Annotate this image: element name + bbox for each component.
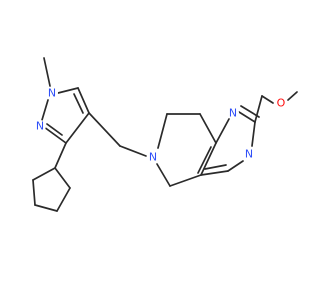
bond-methyl-n1 [43,57,51,87]
svg-text:N: N [48,87,56,100]
bond-o-ch3 [287,91,298,101]
bond-c2-ch2 [254,95,263,123]
bond-c8a-c4a [200,142,217,176]
bond-c5-c4-double [73,93,84,114]
svg-text:N: N [36,120,44,133]
svg-text:N: N [229,107,237,120]
bond-c4-c3 [65,112,90,144]
bond-cp-3 [34,204,58,212]
bond-c4-c4a [200,170,229,176]
bond-c4-c4a-double [204,164,227,170]
bond-n2-n1 [41,99,49,121]
bond-n1-c2 [238,111,256,123]
bond-n1-c5 [57,87,79,94]
bond-cp-5 [32,167,56,181]
atom-n-pyrimidine-bottom: N [243,148,255,161]
bond-c8a-n1 [215,118,230,144]
bond-n-c7 [157,113,168,149]
bond-c8-c8a [199,113,217,144]
bond-c4-ch2 [88,112,121,147]
atom-n-pyrimidine-top: N [227,107,239,120]
bond-cp-4 [32,179,36,206]
atom-o-methoxy: O [275,97,287,110]
bond-n3-c4 [227,160,244,172]
bond-cp-2 [56,187,71,212]
svg-text:N: N [245,148,253,161]
bond-c5-c4 [77,87,90,114]
bond-c3-n2 [43,126,67,144]
bond-c3-cyclopentyl [54,142,67,169]
molecule-structure: N N N N N O [32,57,298,212]
bond-n-c5 [156,163,171,187]
structure-canvas: N N N N N O [32,57,298,212]
atom-n-pyrazole-methyl: N [46,87,58,100]
bond-cp-1 [54,167,71,189]
bond-ch2-n [119,145,147,157]
atom-n-piperidine: N [147,151,159,164]
bond-c3-n2-double [46,123,63,136]
svg-text:N: N [149,151,157,164]
svg-text:O: O [277,97,286,110]
atom-n-pyrazole-2: N [34,120,46,133]
bond-c2-n3 [251,121,256,147]
bond-c5-c4a [169,174,202,187]
bond-ch2-o [261,95,274,104]
bond-c8a-c4a-double [197,146,212,174]
